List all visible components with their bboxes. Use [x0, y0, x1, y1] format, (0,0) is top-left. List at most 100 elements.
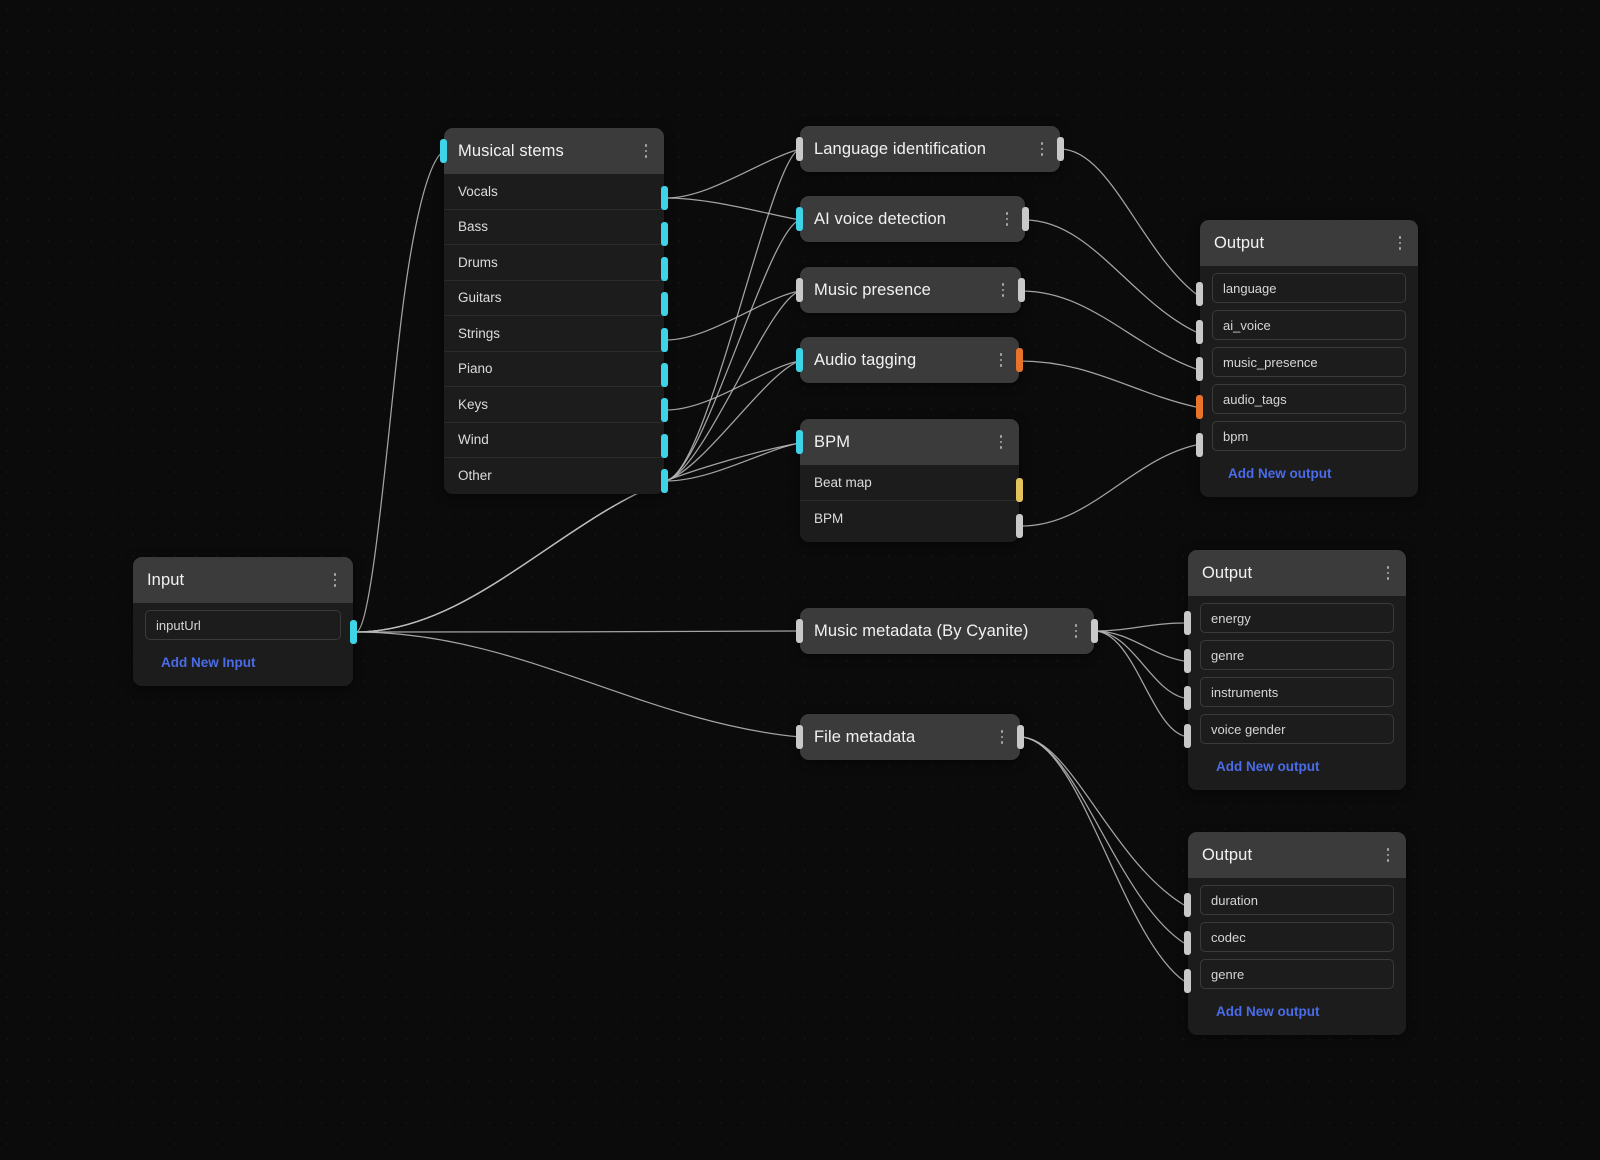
port-input-file-metadata[interactable] — [796, 725, 803, 749]
node-bpm-header[interactable]: BPM — [800, 419, 1019, 465]
port-output-stem-other[interactable] — [661, 469, 668, 493]
port-output-file-metadata[interactable] — [1017, 725, 1024, 749]
stem-row-keys[interactable]: Keys — [444, 387, 664, 423]
node-output-3[interactable]: Output duration codec genre Add New outp… — [1184, 832, 1406, 1035]
port-output-stem-wind[interactable] — [661, 434, 668, 458]
port-input-audio-tagging[interactable] — [796, 348, 803, 372]
port-output-stem-drums[interactable] — [661, 257, 668, 281]
add-new-input-link[interactable]: Add New Input — [161, 655, 256, 670]
port-input-musical-stems[interactable] — [440, 139, 447, 163]
stem-row-piano[interactable]: Piano — [444, 352, 664, 387]
port-input-output-energy[interactable] — [1184, 611, 1191, 635]
port-output-bpm-beat-map[interactable] — [1016, 478, 1023, 502]
stem-row-vocals[interactable]: Vocals — [444, 174, 664, 210]
port-output-stem-piano[interactable] — [661, 363, 668, 387]
kebab-menu-icon[interactable] — [1003, 208, 1012, 230]
output-row-music-presence[interactable]: music_presence — [1212, 347, 1406, 377]
kebab-menu-icon[interactable] — [997, 431, 1006, 453]
output-row-duration[interactable]: duration — [1200, 885, 1394, 915]
node-output-1-header[interactable]: Output — [1200, 220, 1418, 266]
stem-row-drums[interactable]: Drums — [444, 245, 664, 281]
port-output-input-node[interactable] — [350, 620, 357, 644]
node-output-1[interactable]: Output language ai_voice music_presence … — [1196, 220, 1418, 497]
port-input-output-voice-gender[interactable] — [1184, 724, 1191, 748]
kebab-menu-icon[interactable] — [998, 726, 1007, 748]
port-output-stem-bass[interactable] — [661, 222, 668, 246]
kebab-menu-icon[interactable] — [1384, 562, 1393, 584]
port-output-language-identification[interactable] — [1057, 137, 1064, 161]
node-music-metadata-header[interactable]: Music metadata (By Cyanite) — [800, 608, 1094, 654]
node-file-metadata-header[interactable]: File metadata — [800, 714, 1020, 760]
port-input-output-instruments[interactable] — [1184, 686, 1191, 710]
port-input-output-codec[interactable] — [1184, 931, 1191, 955]
port-input-ai-voice-detection[interactable] — [796, 207, 803, 231]
node-output-3-header[interactable]: Output — [1188, 832, 1406, 878]
port-input-output-genre[interactable] — [1184, 969, 1191, 993]
output-row-audio-tags[interactable]: audio_tags — [1212, 384, 1406, 414]
port-input-output-audio-tags[interactable] — [1196, 395, 1203, 419]
output-row-language[interactable]: language — [1212, 273, 1406, 303]
output-row-codec[interactable]: codec — [1200, 922, 1394, 952]
node-ai-voice-detection[interactable]: AI voice detection — [796, 196, 1029, 242]
add-new-output-link[interactable]: Add New output — [1228, 466, 1332, 481]
add-new-output-link[interactable]: Add New output — [1216, 1004, 1320, 1019]
port-input-output-duration[interactable] — [1184, 893, 1191, 917]
port-output-music-metadata[interactable] — [1091, 619, 1098, 643]
port-input-output-bpm[interactable] — [1196, 433, 1203, 457]
node-audio-tagging[interactable]: Audio tagging — [796, 337, 1023, 383]
node-audio-tagging-header[interactable]: Audio tagging — [800, 337, 1019, 383]
output-row-genre[interactable]: genre — [1200, 959, 1394, 989]
port-output-stem-keys[interactable] — [661, 398, 668, 422]
kebab-menu-icon[interactable] — [331, 569, 340, 591]
stem-row-other[interactable]: Other — [458, 468, 492, 484]
port-input-bpm[interactable] — [796, 430, 803, 454]
kebab-menu-icon[interactable] — [997, 349, 1006, 371]
port-input-output-language[interactable] — [1196, 282, 1203, 306]
kebab-menu-icon[interactable] — [1072, 620, 1081, 642]
kebab-menu-icon[interactable] — [642, 140, 651, 162]
port-output-bpm-bpm[interactable] — [1016, 514, 1023, 538]
port-output-stem-strings[interactable] — [661, 328, 668, 352]
output-row-ai-voice[interactable]: ai_voice — [1212, 310, 1406, 340]
port-input-output-music-presence[interactable] — [1196, 357, 1203, 381]
node-bpm[interactable]: BPM Beat map BPM — [796, 419, 1023, 542]
output-row-genre[interactable]: genre — [1200, 640, 1394, 670]
node-language-identification[interactable]: Language identification — [796, 126, 1064, 172]
bpm-row-beat-map[interactable]: Beat map — [800, 465, 1019, 501]
node-file-metadata[interactable]: File metadata — [796, 714, 1024, 760]
stem-row-strings[interactable]: Strings — [444, 316, 664, 352]
node-musical-stems[interactable]: Musical stems Vocals Bass Drums Guitars … — [440, 128, 668, 494]
port-output-stem-guitars[interactable] — [661, 292, 668, 316]
output-row-instruments[interactable]: instruments — [1200, 677, 1394, 707]
kebab-menu-icon[interactable] — [1384, 844, 1393, 866]
port-input-output-ai-voice[interactable] — [1196, 320, 1203, 344]
node-input-header[interactable]: Input — [133, 557, 353, 603]
kebab-menu-icon[interactable] — [1038, 138, 1047, 160]
port-input-output-genre[interactable] — [1184, 649, 1191, 673]
node-language-identification-header[interactable]: Language identification — [800, 126, 1060, 172]
kebab-menu-icon[interactable] — [999, 279, 1008, 301]
node-input[interactable]: Input inputUrl Add New Input — [133, 557, 357, 686]
node-music-presence[interactable]: Music presence — [796, 267, 1025, 313]
port-output-ai-voice-detection[interactable] — [1022, 207, 1029, 231]
node-music-presence-header[interactable]: Music presence — [800, 267, 1021, 313]
add-new-output-link[interactable]: Add New output — [1216, 759, 1320, 774]
port-input-language-identification[interactable] — [796, 137, 803, 161]
kebab-menu-icon[interactable] — [1396, 232, 1405, 254]
node-music-metadata[interactable]: Music metadata (By Cyanite) — [796, 608, 1098, 654]
output-row-bpm[interactable]: bpm — [1212, 421, 1406, 451]
node-output-2[interactable]: Output energy genre instruments voice ge… — [1184, 550, 1406, 790]
port-output-stem-vocals[interactable] — [661, 186, 668, 210]
port-output-music-presence[interactable] — [1018, 278, 1025, 302]
port-output-audio-tagging[interactable] — [1016, 348, 1023, 372]
output-row-voice-gender[interactable]: voice gender — [1200, 714, 1394, 744]
output-row-energy[interactable]: energy — [1200, 603, 1394, 633]
port-input-music-metadata[interactable] — [796, 619, 803, 643]
stem-row-guitars[interactable]: Guitars — [444, 281, 664, 316]
bpm-row-bpm[interactable]: BPM — [814, 510, 844, 526]
stem-row-bass[interactable]: Bass — [444, 210, 664, 245]
node-ai-voice-detection-header[interactable]: AI voice detection — [800, 196, 1025, 242]
port-input-music-presence[interactable] — [796, 278, 803, 302]
node-output-2-header[interactable]: Output — [1188, 550, 1406, 596]
